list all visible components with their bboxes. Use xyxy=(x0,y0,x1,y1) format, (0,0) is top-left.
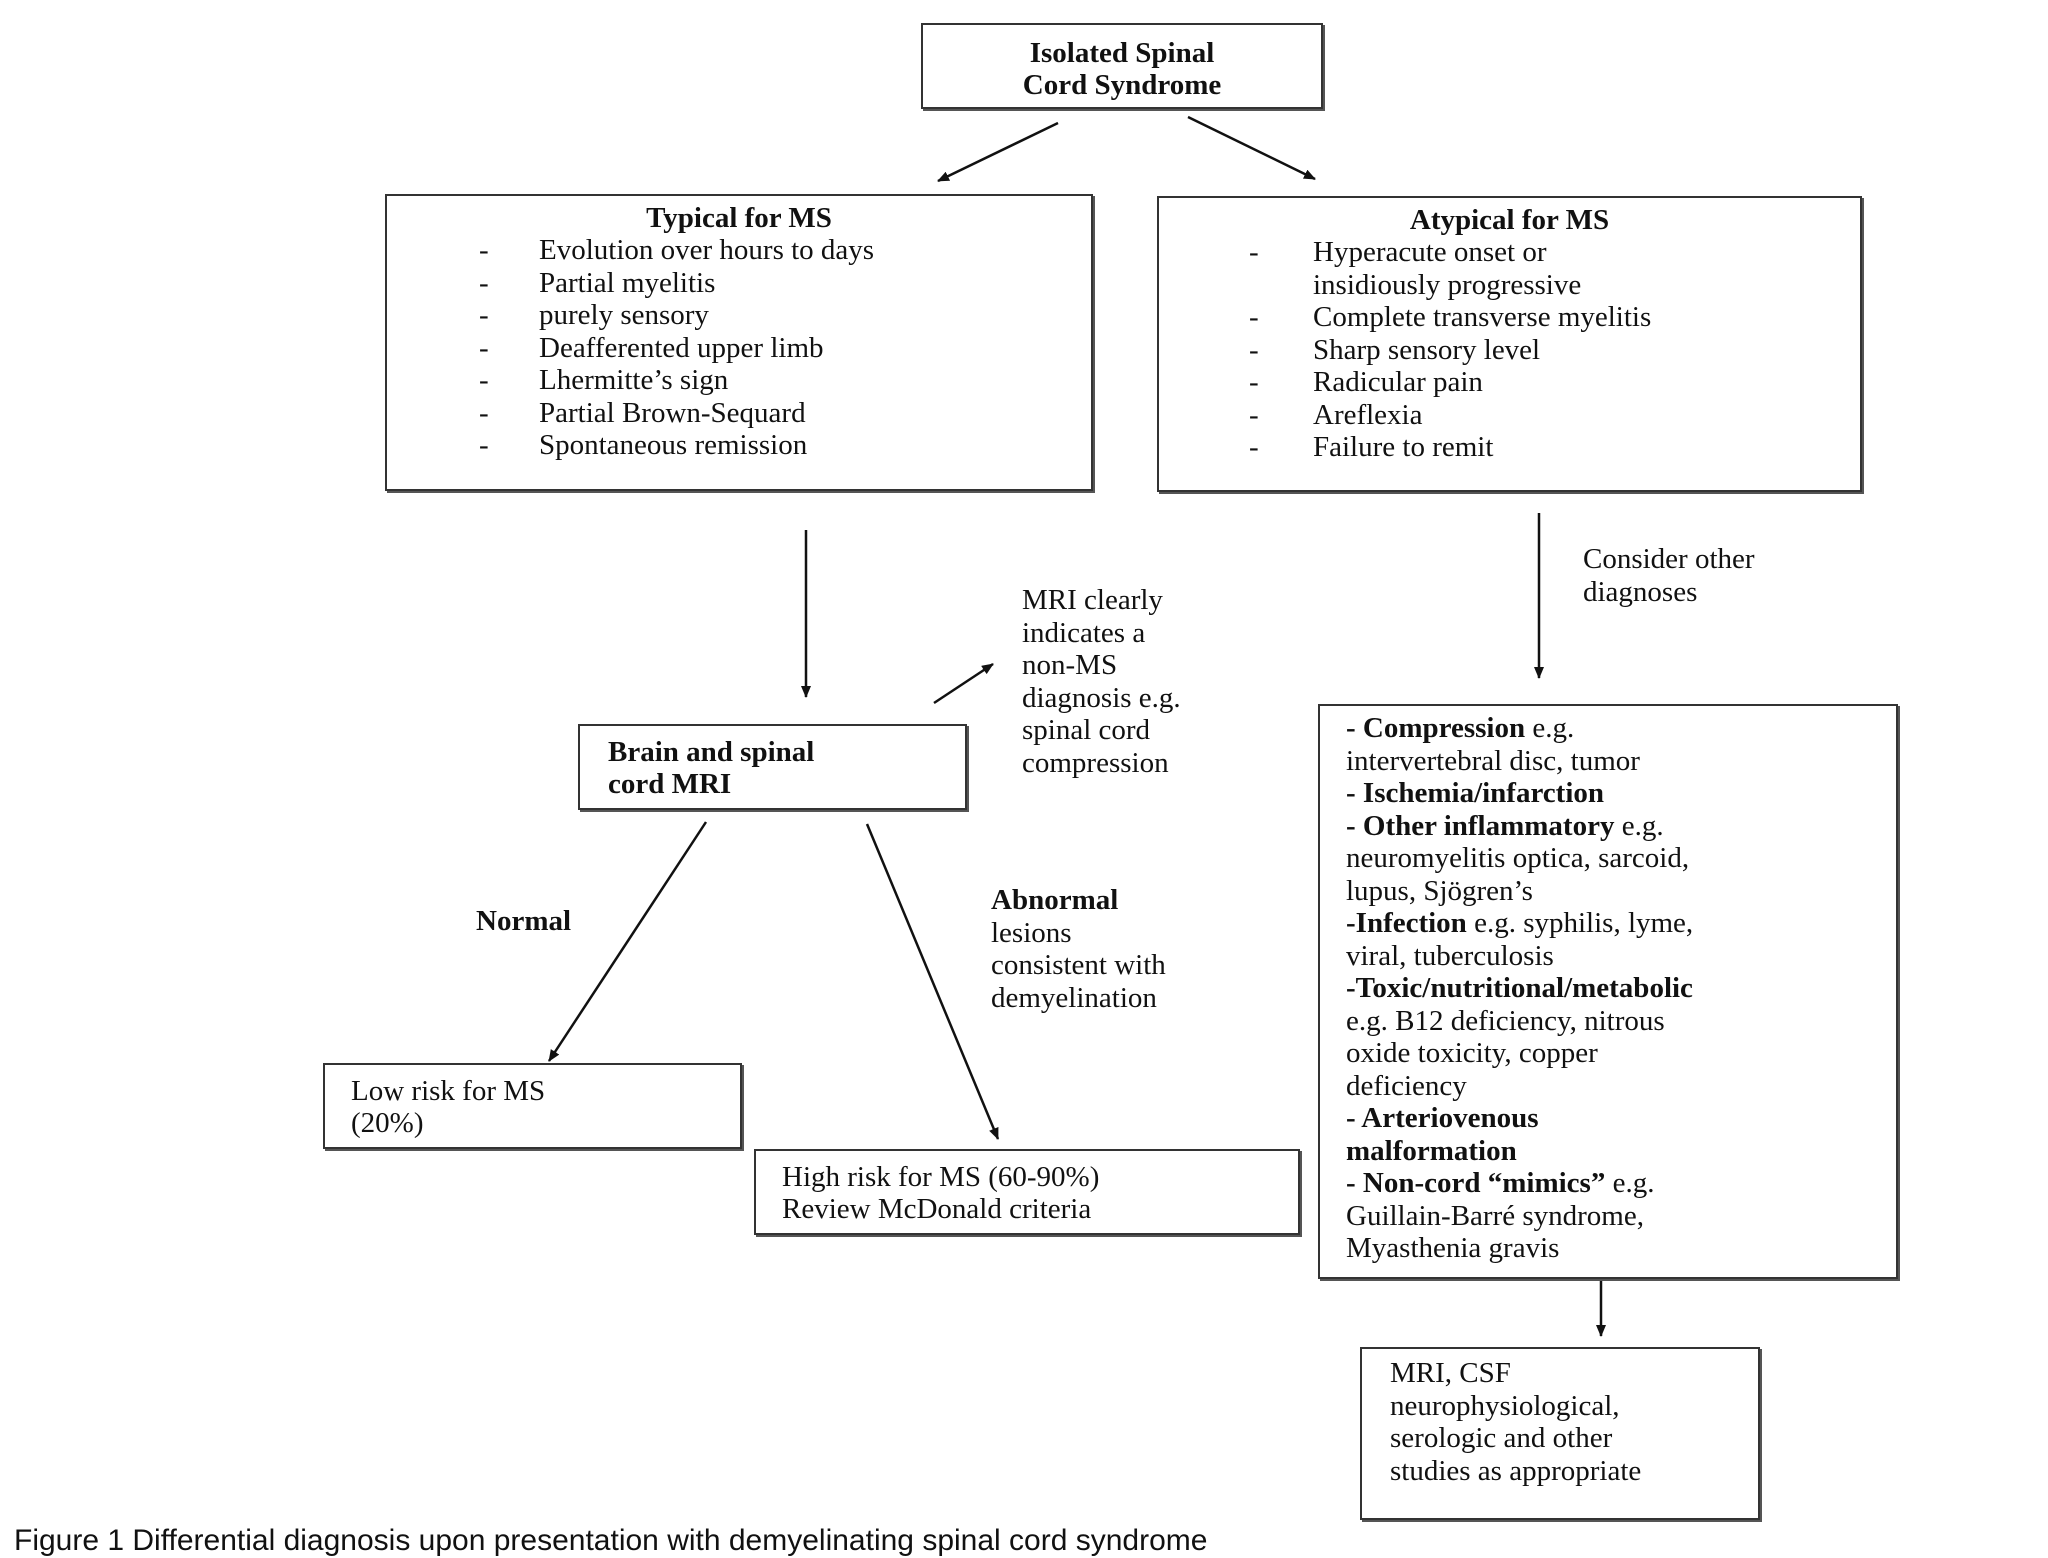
list-item: -Radicular pain xyxy=(1249,366,1483,398)
mri-non-ms-diagnosis-label: MRI clearly indicates a non-MS diagnosis… xyxy=(1022,584,1181,779)
inflammatory-entry: - Other inflammatory e.g. xyxy=(1346,809,1664,842)
root-node-isolated-spinal-cord-syndrome: Isolated Spinal Cord Syndrome xyxy=(921,23,1323,109)
abnormal-lesions-label: Abnormal lesions consistent with demyeli… xyxy=(991,884,1166,1014)
figure-caption: Figure 1 Differential diagnosis upon pre… xyxy=(14,1524,1208,1557)
list-item: -Sharp sensory level xyxy=(1249,333,1541,366)
mimics-entry: - Non-cord “mimics” e.g. xyxy=(1346,1167,1655,1199)
dash-bullet: - xyxy=(479,331,489,364)
dash-bullet: - xyxy=(1249,301,1259,333)
high-risk-box: High risk for MS (60-90%) Review McDonal… xyxy=(754,1149,1300,1235)
list-item: -Failure to remit xyxy=(1249,431,1494,463)
avm-entry: - Arteriovenous xyxy=(1346,1102,1539,1134)
dash-bullet: - xyxy=(1249,236,1259,268)
list-item: -Complete transverse myelitis xyxy=(1249,301,1652,333)
dash-bullet: - xyxy=(479,266,489,299)
dash-bullet: - xyxy=(1249,431,1259,463)
dash-bullet: - xyxy=(479,234,489,266)
infection-entry: -Infection e.g. syphilis, lyme, xyxy=(1346,907,1694,939)
typical-features-list: -Evolution over hours to days -Partial m… xyxy=(387,234,1091,462)
arrow-root-to-atypical xyxy=(1187,115,1316,181)
other-diagnoses-box: - Compression e.g. intervertebral disc, … xyxy=(1318,704,1898,1279)
dash-bullet: - xyxy=(479,396,489,429)
dash-bullet: - xyxy=(1249,366,1259,398)
compression-entry: - Compression e.g. xyxy=(1346,712,1575,744)
list-item: -Hyperacute onset or xyxy=(1249,236,1547,268)
list-item: -Evolution over hours to days xyxy=(479,234,875,266)
dash-bullet: - xyxy=(1249,333,1259,366)
arrow-mri-to-low-risk xyxy=(547,821,708,1062)
further-studies-box: MRI, CSF neurophysiological, serologic a… xyxy=(1360,1347,1760,1520)
typical-for-ms-box: Typical for MS -Evolution over hours to … xyxy=(385,194,1093,491)
root-line-1: Isolated Spinal xyxy=(1029,37,1215,69)
consider-other-diagnoses-label: Consider other diagnoses xyxy=(1583,543,1755,608)
dash-bullet: - xyxy=(1249,398,1259,431)
normal-label: Normal xyxy=(476,905,572,937)
dash-bullet: - xyxy=(479,364,489,396)
dash-bullet: - xyxy=(479,299,489,331)
list-item: -Areflexia xyxy=(1249,398,1423,431)
list-item: -Lhermitte’s sign xyxy=(479,364,729,396)
typical-title: Typical for MS xyxy=(646,202,832,234)
root-line-2: Cord Syndrome xyxy=(1022,69,1222,101)
low-risk-box: Low risk for MS (20%) xyxy=(323,1063,742,1149)
list-item: -Partial myelitis xyxy=(479,266,716,299)
list-item: -Deafferented upper limb xyxy=(479,331,824,364)
arrow-mri-to-nonms xyxy=(933,662,994,705)
arrow-mri-to-high-risk xyxy=(865,823,1000,1140)
atypical-title: Atypical for MS xyxy=(1409,204,1610,236)
dash-bullet: - xyxy=(479,429,489,461)
ischemia-entry: - Ischemia/infarction xyxy=(1346,777,1605,809)
list-item: -Spontaneous remission xyxy=(479,429,808,461)
brain-and-spinal-cord-mri-box: Brain and spinal cord MRI xyxy=(578,724,967,810)
list-item: -purely sensory xyxy=(479,299,709,331)
atypical-for-ms-box: Atypical for MS -Hyperacute onset or ins… xyxy=(1157,196,1862,492)
atypical-features-list: -Hyperacute onset or insidiously progres… xyxy=(1159,236,1860,464)
list-item-continuation: insidiously progressive xyxy=(1313,268,1582,301)
list-item: -Partial Brown-Sequard xyxy=(479,396,806,429)
arrow-root-to-typical xyxy=(937,121,1059,183)
toxic-entry: -Toxic/nutritional/metabolic xyxy=(1346,972,1693,1004)
